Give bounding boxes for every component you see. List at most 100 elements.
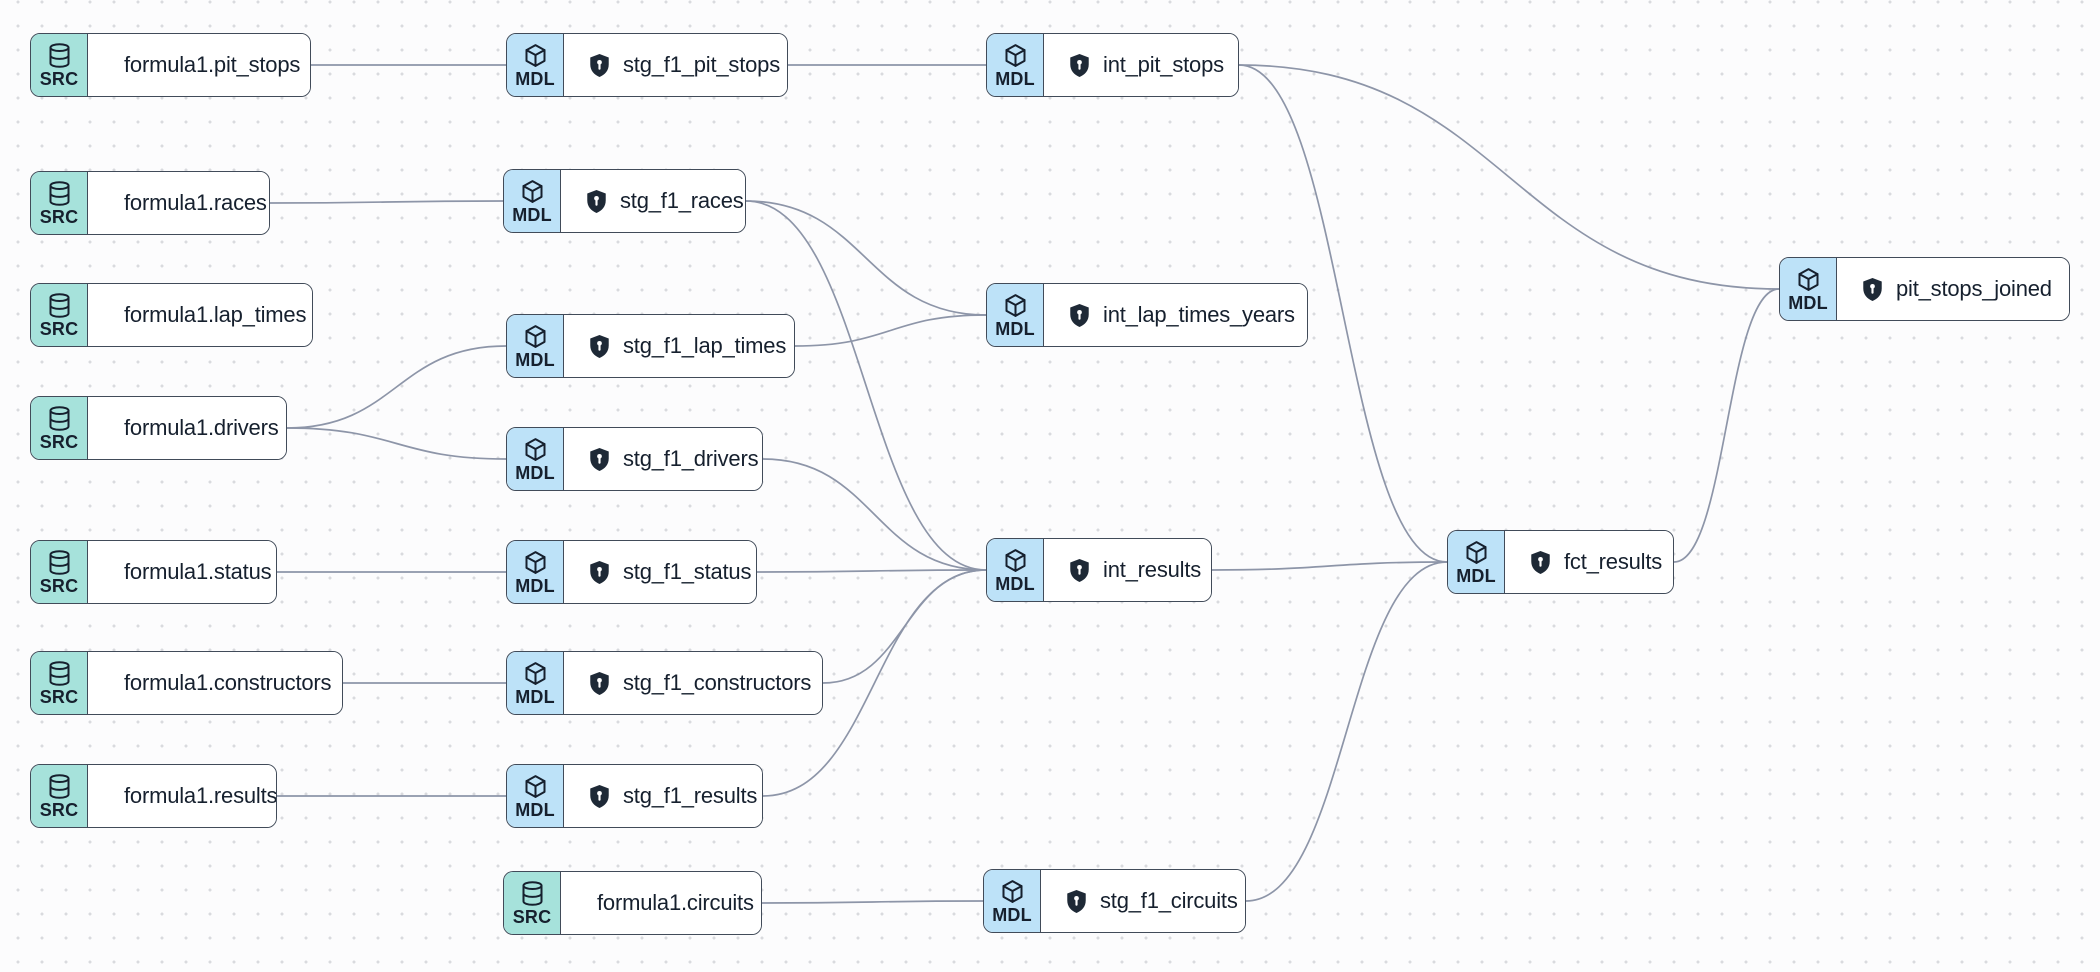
lineage-node[interactable]: SRC formula1.drivers (30, 396, 287, 460)
node-type-badge: MDL (984, 870, 1041, 932)
lineage-edge (756, 569, 987, 573)
lineage-node[interactable]: MDL int_results (986, 538, 1212, 602)
database-icon (48, 181, 70, 206)
database-icon (48, 43, 70, 68)
node-type-badge: MDL (507, 34, 564, 96)
lineage-edge (1238, 64, 1448, 563)
shield-icon (590, 784, 609, 808)
shield-icon (1070, 303, 1089, 327)
node-label: formula1.pit_stops (124, 52, 301, 77)
node-body: stg_f1_races (561, 170, 745, 232)
lineage-node[interactable]: MDL fct_results (1447, 530, 1674, 594)
lineage-node[interactable]: SRC formula1.constructors (30, 651, 343, 715)
database-icon (521, 881, 543, 906)
cube-icon (1465, 541, 1487, 564)
shield-icon (1863, 277, 1882, 301)
lineage-node[interactable]: MDL stg_f1_races (503, 169, 746, 233)
node-type-label: MDL (1456, 566, 1496, 587)
node-body: stg_f1_results (564, 765, 762, 827)
database-icon (48, 293, 70, 318)
lineage-node[interactable]: MDL stg_f1_drivers (506, 427, 763, 491)
node-type-badge: MDL (1448, 531, 1505, 593)
node-label: int_results (1103, 557, 1202, 582)
node-body: fct_results (1505, 531, 1673, 593)
cube-icon (1004, 294, 1026, 317)
node-body: stg_f1_lap_times (564, 315, 794, 377)
lineage-node[interactable]: MDL stg_f1_constructors (506, 651, 823, 715)
node-label: formula1.races (124, 190, 267, 215)
lineage-node[interactable]: MDL stg_f1_results (506, 764, 763, 828)
lineage-node[interactable]: MDL stg_f1_status (506, 540, 757, 604)
lineage-node[interactable]: MDL int_pit_stops (986, 33, 1239, 97)
node-type-label: SRC (512, 907, 552, 928)
node-type-label: SRC (39, 576, 79, 597)
lineage-node[interactable]: MDL int_lap_times_years (986, 283, 1308, 347)
lineage-node[interactable]: MDL stg_f1_lap_times (506, 314, 795, 378)
lineage-edge (761, 900, 984, 904)
node-label: int_pit_stops (1103, 52, 1224, 77)
node-body: formula1.races (88, 172, 269, 234)
lineage-node[interactable]: MDL stg_f1_pit_stops (506, 33, 788, 97)
node-label: formula1.lap_times (124, 302, 307, 327)
node-type-badge: MDL (987, 34, 1044, 96)
lineage-edge (1238, 64, 1780, 290)
lineage-node[interactable]: SRC formula1.circuits (503, 871, 762, 935)
shield-icon (1067, 889, 1086, 913)
shield-icon (590, 334, 609, 358)
node-type-badge: MDL (507, 315, 564, 377)
lineage-edge (745, 200, 987, 316)
node-body: formula1.status (88, 541, 276, 603)
lineage-node[interactable]: SRC formula1.lap_times (30, 283, 313, 347)
node-type-badge: SRC (31, 397, 88, 459)
lineage-node[interactable]: MDL pit_stops_joined (1779, 257, 2070, 321)
node-type-badge: SRC (31, 284, 88, 346)
node-label: fct_results (1564, 549, 1663, 574)
lineage-edge (762, 458, 987, 571)
cube-icon (524, 662, 546, 685)
lineage-node[interactable]: SRC formula1.races (30, 171, 270, 235)
cube-icon (1004, 549, 1026, 572)
lineage-node[interactable]: SRC formula1.pit_stops (30, 33, 311, 97)
node-label: stg_f1_lap_times (623, 333, 787, 358)
node-type-label: SRC (39, 207, 79, 228)
shield-icon (590, 671, 609, 695)
node-body: stg_f1_status (564, 541, 756, 603)
node-type-badge: MDL (504, 170, 561, 232)
lineage-node[interactable]: SRC formula1.status (30, 540, 277, 604)
shield-icon (587, 189, 606, 213)
node-type-badge: SRC (31, 765, 88, 827)
lineage-node[interactable]: MDL stg_f1_circuits (983, 869, 1246, 933)
lineage-edge (286, 345, 507, 429)
node-type-badge: SRC (504, 872, 561, 934)
node-label: formula1.results (124, 783, 277, 808)
node-type-label: MDL (512, 205, 552, 226)
node-label: stg_f1_circuits (1100, 888, 1238, 913)
node-label: stg_f1_races (620, 188, 744, 213)
database-icon (48, 406, 70, 431)
node-type-label: MDL (1788, 293, 1828, 314)
lineage-edge (269, 200, 504, 204)
node-label: formula1.circuits (597, 890, 754, 915)
lineage-edge (286, 427, 507, 460)
lineage-edge (762, 569, 987, 797)
shield-icon (590, 447, 609, 471)
node-body: formula1.drivers (88, 397, 286, 459)
cube-icon (524, 44, 546, 67)
node-type-label: SRC (39, 432, 79, 453)
cube-icon (524, 775, 546, 798)
cube-icon (524, 438, 546, 461)
node-type-label: MDL (515, 69, 555, 90)
node-label: pit_stops_joined (1896, 276, 2052, 301)
node-body: formula1.lap_times (88, 284, 312, 346)
node-body: int_results (1044, 539, 1211, 601)
node-body: int_pit_stops (1044, 34, 1238, 96)
node-type-label: MDL (995, 69, 1035, 90)
node-label: stg_f1_status (623, 559, 752, 584)
lineage-node[interactable]: SRC formula1.results (30, 764, 277, 828)
node-type-label: MDL (995, 574, 1035, 595)
lineage-edge (1673, 288, 1780, 563)
node-type-badge: MDL (507, 428, 564, 490)
node-type-label: MDL (995, 319, 1035, 340)
shield-icon (1531, 550, 1550, 574)
